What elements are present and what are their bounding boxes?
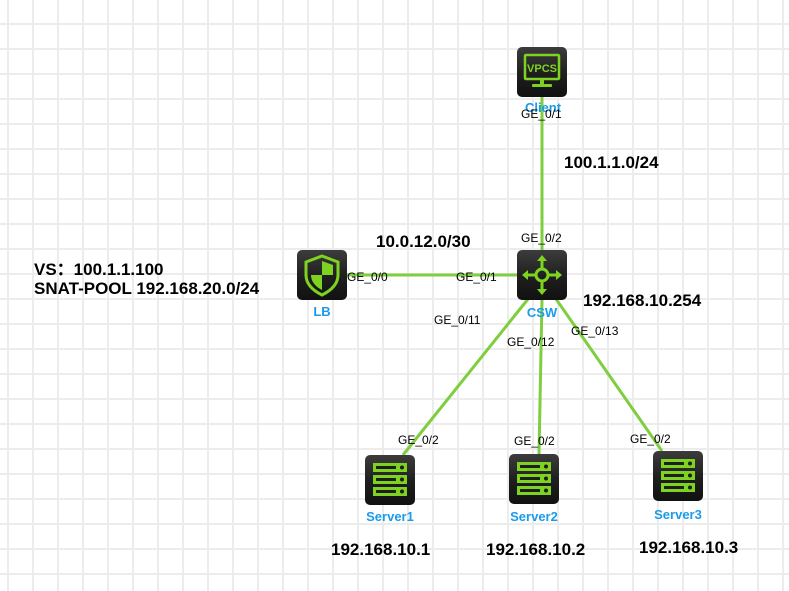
server-icon bbox=[661, 459, 695, 492]
vpcs-monitor-icon: VPCS bbox=[523, 53, 561, 87]
snat-pool-label: SNAT-POOL 192.168.20.0/24 bbox=[34, 279, 260, 298]
client-label: Client bbox=[524, 100, 562, 115]
server2-ip-label: 192.168.10.2 bbox=[486, 540, 586, 559]
switch-arrows-icon bbox=[522, 255, 562, 295]
port-csw-to-server1: GE_0/11 bbox=[434, 313, 481, 327]
shield-icon bbox=[304, 254, 340, 297]
csw-device[interactable] bbox=[517, 250, 567, 300]
server3-device[interactable] bbox=[653, 451, 703, 501]
lb-link-network-label: 10.0.12.0/30 bbox=[376, 232, 471, 251]
lb-label: LB bbox=[313, 304, 331, 319]
client-network-label: 100.1.1.0/24 bbox=[564, 153, 659, 172]
csw-label: CSW bbox=[526, 305, 558, 320]
server3-ip-label: 192.168.10.3 bbox=[639, 538, 739, 557]
server1-device[interactable] bbox=[365, 455, 415, 505]
server3-label: Server3 bbox=[654, 507, 702, 522]
link-csw-server1[interactable] bbox=[401, 298, 530, 456]
port-csw-to-client: GE_0/2 bbox=[521, 231, 562, 245]
port-server3-ge: GE_0/2 bbox=[630, 432, 671, 446]
server1-ip-label: 192.168.10.1 bbox=[331, 540, 431, 559]
server-icon bbox=[373, 463, 407, 496]
server2-device[interactable] bbox=[509, 454, 559, 504]
server2-label: Server2 bbox=[510, 509, 558, 524]
vs-address-label: VS：100.1.1.100 bbox=[34, 260, 164, 279]
server1-label: Server1 bbox=[366, 509, 414, 524]
link-csw-server3[interactable] bbox=[554, 298, 664, 452]
client-device[interactable]: VPCS bbox=[517, 47, 567, 97]
port-server2-ge: GE_0/2 bbox=[514, 434, 555, 448]
lb-device[interactable] bbox=[297, 250, 347, 300]
port-csw-to-server2: GE_0/12 bbox=[507, 335, 555, 349]
link-csw-server2[interactable] bbox=[537, 298, 544, 455]
port-csw-to-server3: GE_0/13 bbox=[571, 324, 619, 338]
port-lb-ge: GE_0/0 bbox=[347, 270, 388, 284]
port-client-ge: GE_0/1 bbox=[521, 107, 562, 121]
server-icon bbox=[517, 462, 551, 495]
svg-text:VPCS: VPCS bbox=[527, 63, 557, 75]
csw-gateway-label: 192.168.10.254 bbox=[583, 291, 702, 310]
port-csw-to-lb: GE_0/1 bbox=[456, 270, 497, 284]
port-server1-ge: GE_0/2 bbox=[398, 433, 439, 447]
